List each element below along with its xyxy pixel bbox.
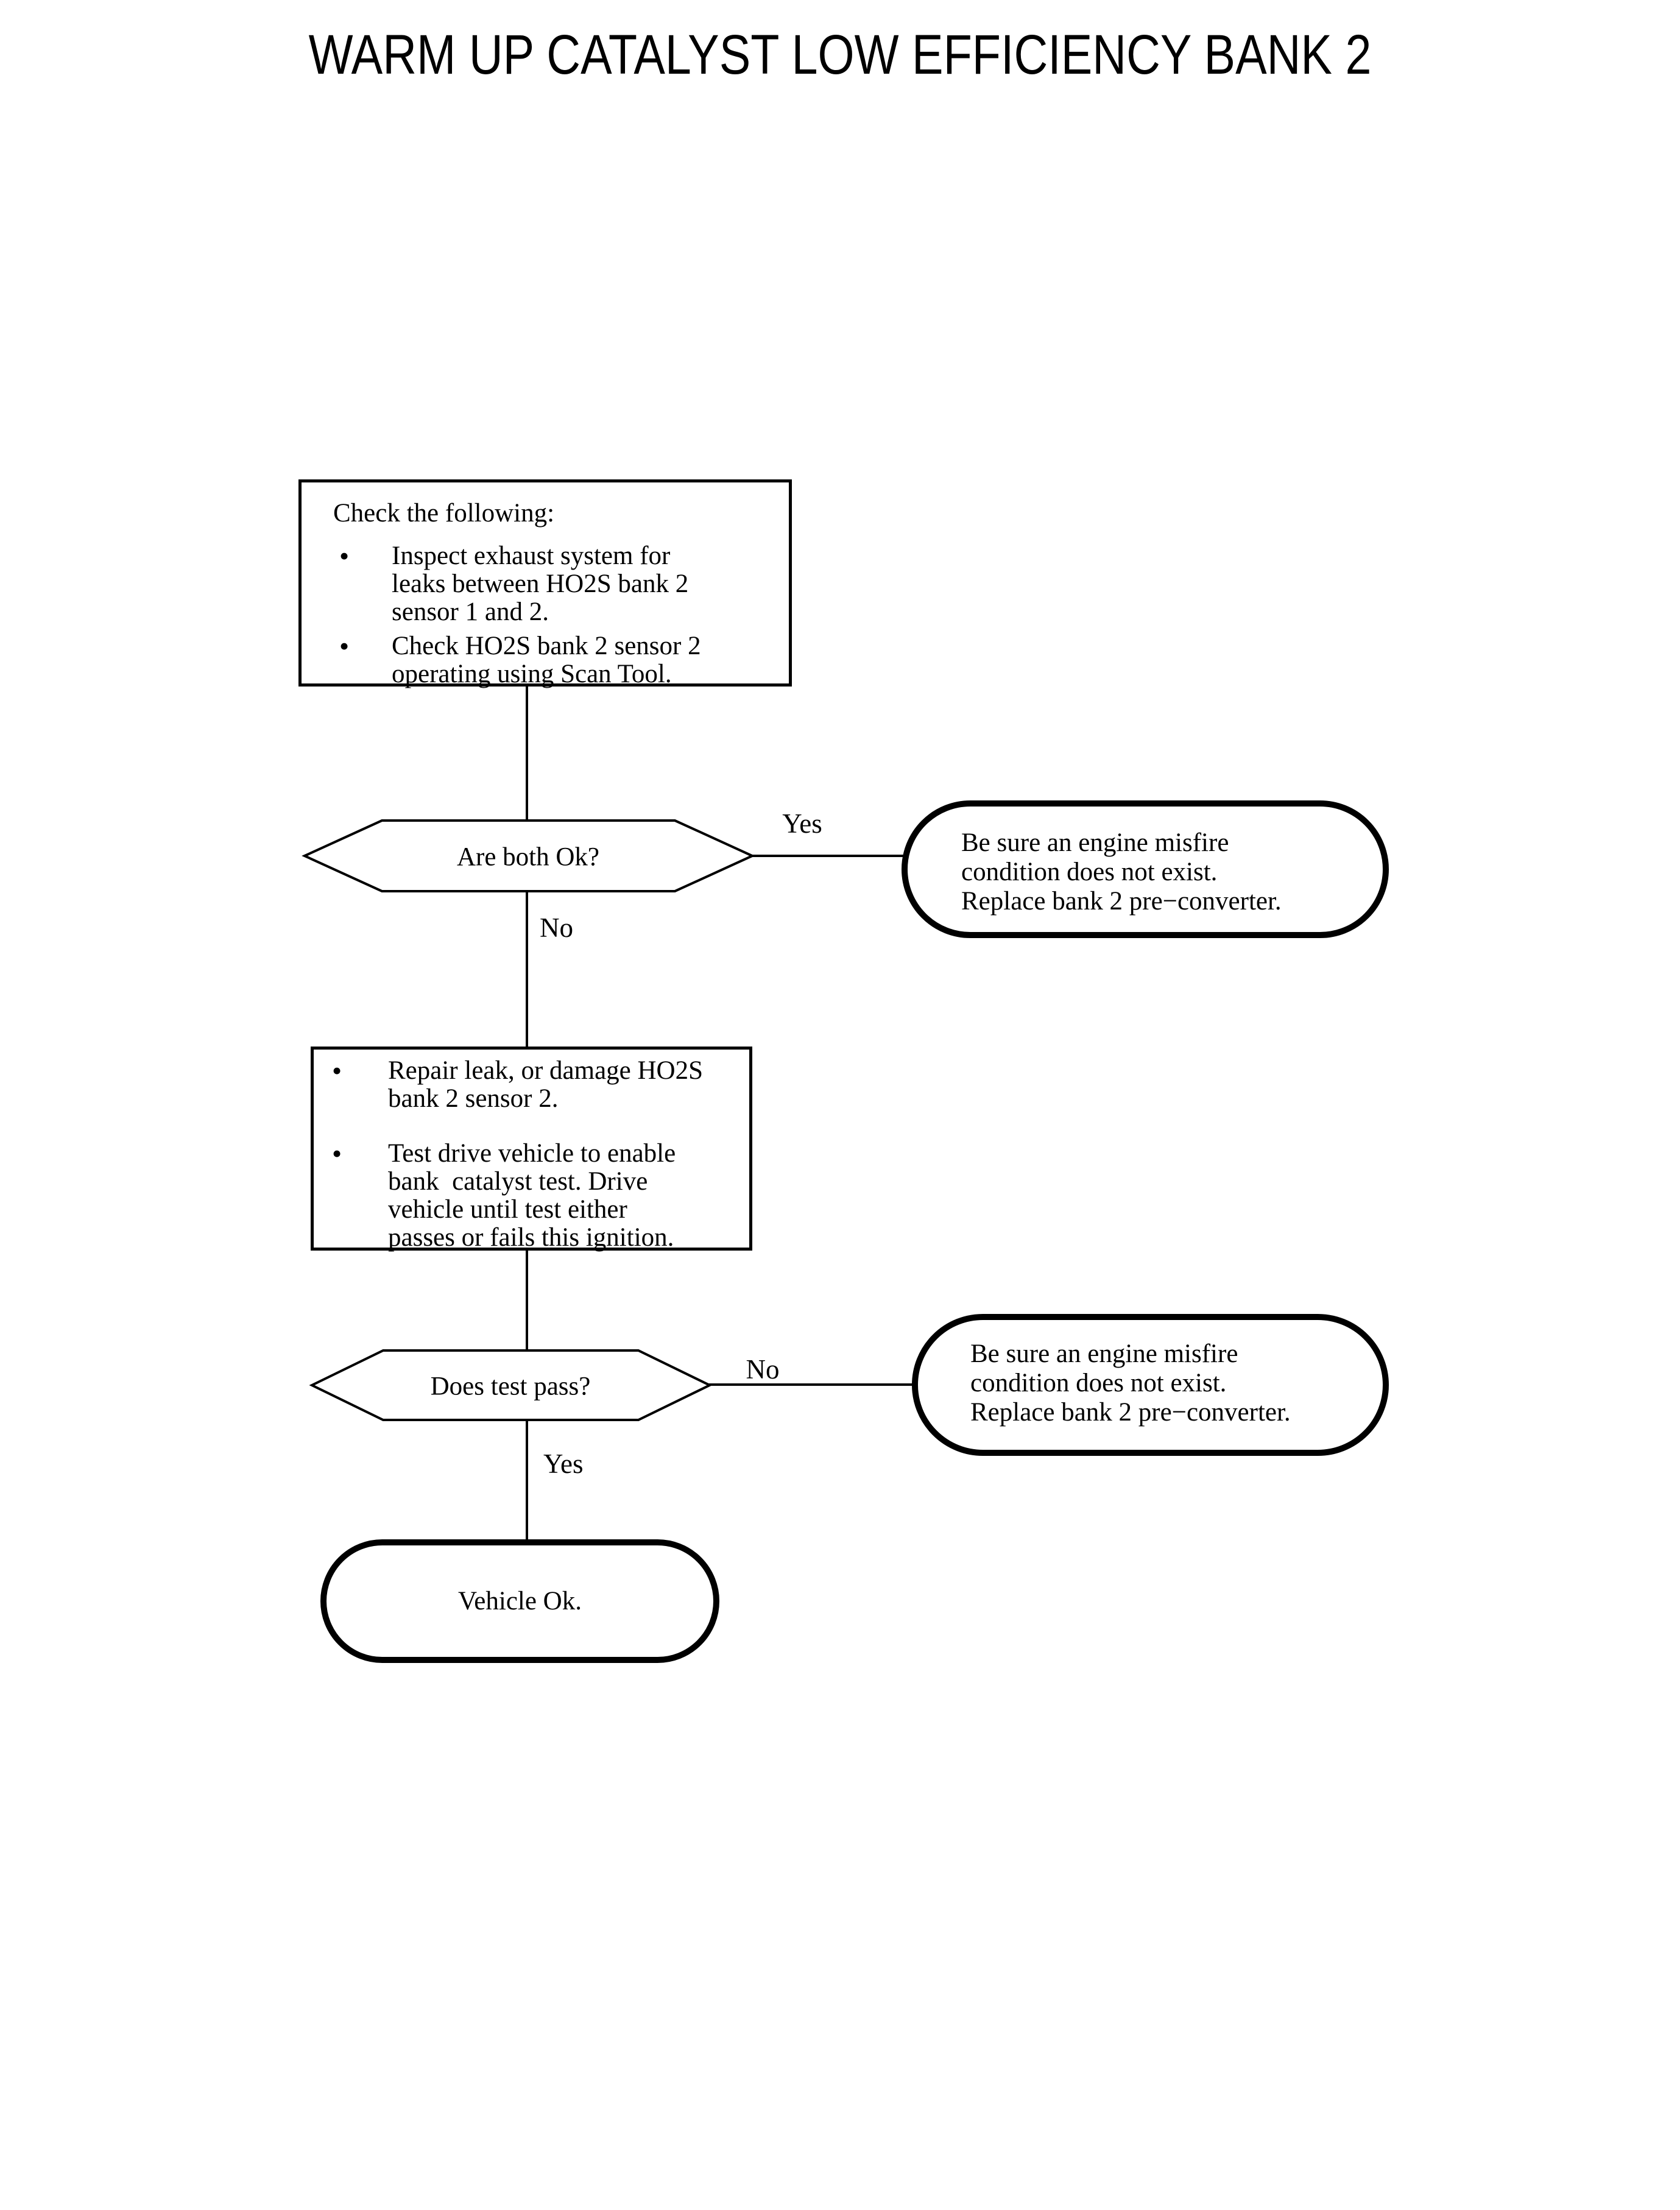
check-following-heading: Check the following: <box>333 499 555 528</box>
edge-label-yes-1: Yes <box>782 808 822 839</box>
decision1-label: Are both Ok? <box>456 842 600 872</box>
decision2-hexagon <box>309 1349 713 1421</box>
edge-label-no-2: No <box>746 1354 780 1385</box>
list-item: • Check HO2S bank 2 sensor 2 operating u… <box>302 632 789 688</box>
edge-label-no-1: No <box>540 913 573 943</box>
misfire-terminal-top: Be sure an engine misfire condition does… <box>902 800 1389 938</box>
list-item: • Repair leak, or damage HO2S bank 2 sen… <box>314 1057 749 1113</box>
misfire-terminal-bottom: Be sure an engine misfire condition does… <box>912 1314 1389 1456</box>
edge-label-yes-2: Yes <box>543 1449 584 1479</box>
check-bullet-1: Inspect exhaust system for leaks between… <box>392 542 689 626</box>
repair-leak-box: • Repair leak, or damage HO2S bank 2 sen… <box>311 1047 752 1252</box>
decision2-label: Does test pass? <box>430 1372 591 1401</box>
list-item: • Inspect exhaust system for leaks betwe… <box>302 542 789 626</box>
repair-bullet-2: Test drive vehicle to enable bank cataly… <box>388 1139 676 1252</box>
decision1-hexagon <box>302 819 755 892</box>
check-bullet-2: Check HO2S bank 2 sensor 2 operating usi… <box>392 632 701 688</box>
misfire-terminal-bottom-text: Be sure an engine misfire condition does… <box>970 1340 1291 1427</box>
vehicle-ok-text: Vehicle Ok. <box>458 1586 582 1615</box>
repair-bullet-1: Repair leak, or damage HO2S bank 2 senso… <box>388 1056 704 1113</box>
bullet-icon: • <box>339 540 350 571</box>
list-item: • Test drive vehicle to enable bank cata… <box>314 1140 749 1252</box>
bullet-icon: • <box>339 630 350 662</box>
vehicle-ok-terminal: Vehicle Ok. <box>320 1539 719 1663</box>
check-following-box: Check the following: • Inspect exhaust s… <box>298 479 792 688</box>
bullet-icon: • <box>332 1055 342 1086</box>
page-title: WARM UP CATALYST LOW EFFICIENCY BANK 2 <box>308 24 1372 86</box>
bullet-icon: • <box>332 1138 342 1169</box>
misfire-terminal-top-text: Be sure an engine misfire condition does… <box>961 828 1282 916</box>
